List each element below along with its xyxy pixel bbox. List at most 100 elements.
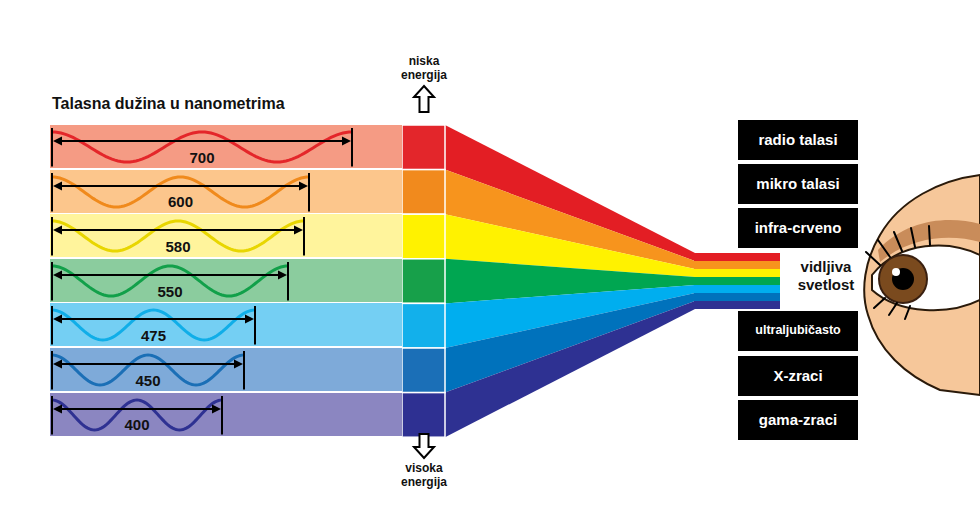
fan-stripe: [445, 293, 695, 393]
arrow-head: [53, 137, 62, 146]
color-square: [402, 259, 445, 304]
eyelash: [889, 303, 897, 315]
extent-bar: [221, 396, 223, 435]
extent-bar: [51, 128, 53, 167]
extent-bar: [351, 128, 353, 167]
beam-stripe: [694, 269, 780, 277]
wavelength-band: 450: [50, 348, 402, 391]
dimension-line: [58, 408, 216, 410]
beam-stripe: [694, 285, 780, 293]
arrow-head: [53, 315, 62, 324]
dimension-line: [58, 274, 282, 276]
eye-illustration: [864, 175, 980, 395]
wavelength-band: 475: [50, 303, 402, 346]
extent-bar: [51, 262, 53, 301]
arrow-head: [342, 137, 351, 146]
wavelength-arrow: [50, 393, 402, 438]
color-square: [402, 170, 445, 215]
arrow-head: [299, 181, 308, 190]
beam-stripe: [694, 301, 780, 309]
extent-bar: [303, 217, 305, 256]
fan-stripe: [445, 301, 695, 437]
spectrum-box: ultraljubičasto: [738, 311, 858, 351]
dimension-line: [58, 185, 303, 187]
arrow-head: [294, 226, 303, 235]
wavelength-arrow: [50, 303, 402, 348]
wavelength-band: 550: [50, 259, 402, 302]
wavelength-value: 450: [132, 372, 163, 391]
color-square: [402, 348, 445, 393]
iris-group: [879, 255, 927, 303]
spectrum-box: X-zraci: [738, 356, 858, 396]
spectrum-name: gama-zraci: [759, 412, 837, 429]
spectrum-name: ultraljubičasto: [755, 324, 840, 338]
beam-stripe: [694, 293, 780, 301]
eyelash: [866, 252, 880, 265]
extent-bar: [51, 173, 53, 212]
eyelash: [878, 240, 890, 257]
beam-stripe: [694, 277, 780, 285]
spectrum-name: infra-crveno: [755, 220, 842, 237]
wavelength-arrow: [50, 170, 402, 215]
wavelength-arrow: [50, 214, 402, 259]
wavelength-band: 700: [50, 125, 402, 168]
color-square: [402, 393, 445, 438]
extent-bar: [243, 351, 245, 390]
wavelength-value: 550: [154, 283, 185, 302]
arrow-head: [53, 226, 62, 235]
spectrum-box: infra-crveno: [738, 208, 858, 248]
skin: [864, 175, 980, 395]
arrow-head: [53, 360, 62, 369]
wavelength-value: 400: [121, 416, 152, 435]
dimension-line: [58, 229, 298, 231]
extent-bar: [51, 217, 53, 256]
wavelength-value: 580: [162, 238, 193, 257]
spectrum-box: gama-zraci: [738, 400, 858, 440]
dimension-line: [58, 140, 346, 142]
spectrum-box: mikro talasi: [738, 164, 858, 204]
eyelash: [929, 226, 930, 245]
spectrum-label: vidljiva svetlost: [786, 258, 866, 294]
wavelength-arrow: [50, 125, 402, 170]
wavelength-value: 700: [186, 149, 217, 168]
iris: [879, 255, 927, 303]
wavelength-band: 400: [50, 393, 402, 436]
extent-bar: [51, 306, 53, 345]
spectrum-name: mikro talasi: [756, 176, 839, 193]
eyelash: [894, 232, 902, 251]
energy-label: niska energija: [392, 54, 456, 83]
wavelength-value: 475: [138, 327, 169, 346]
extent-bar: [308, 173, 310, 212]
light-beam: [694, 253, 780, 309]
wavelength-value: 600: [165, 193, 196, 212]
arrow-head: [245, 315, 254, 324]
dimension-line: [58, 363, 238, 365]
arrow-head: [53, 181, 62, 190]
color-square: [402, 214, 445, 259]
pupil: [892, 268, 914, 290]
up-arrow: [414, 86, 434, 112]
dark-color-column: [402, 125, 445, 437]
wavelength-band: 600: [50, 170, 402, 213]
wavelength-band: 580: [50, 214, 402, 257]
eyelashes: [866, 226, 930, 319]
beam-stripe: [694, 261, 780, 269]
down-arrow: [414, 434, 434, 458]
arrow-head: [234, 360, 243, 369]
diagram-title: Talasna dužina u nanometrima: [52, 95, 285, 113]
extent-bar: [51, 396, 53, 435]
color-square: [402, 303, 445, 348]
arrow-head: [53, 270, 62, 279]
extent-bar: [51, 351, 53, 390]
eye-highlight: [892, 268, 900, 276]
eyelash: [874, 298, 885, 308]
arrow-head: [278, 270, 287, 279]
arrow-head: [53, 404, 62, 413]
spectrum-name: radio talasi: [758, 132, 837, 149]
extent-bar: [287, 262, 289, 301]
dimension-line: [58, 318, 249, 320]
eyelash: [911, 228, 915, 247]
spectrum-name: X-zraci: [773, 368, 822, 385]
extent-bar: [254, 306, 256, 345]
